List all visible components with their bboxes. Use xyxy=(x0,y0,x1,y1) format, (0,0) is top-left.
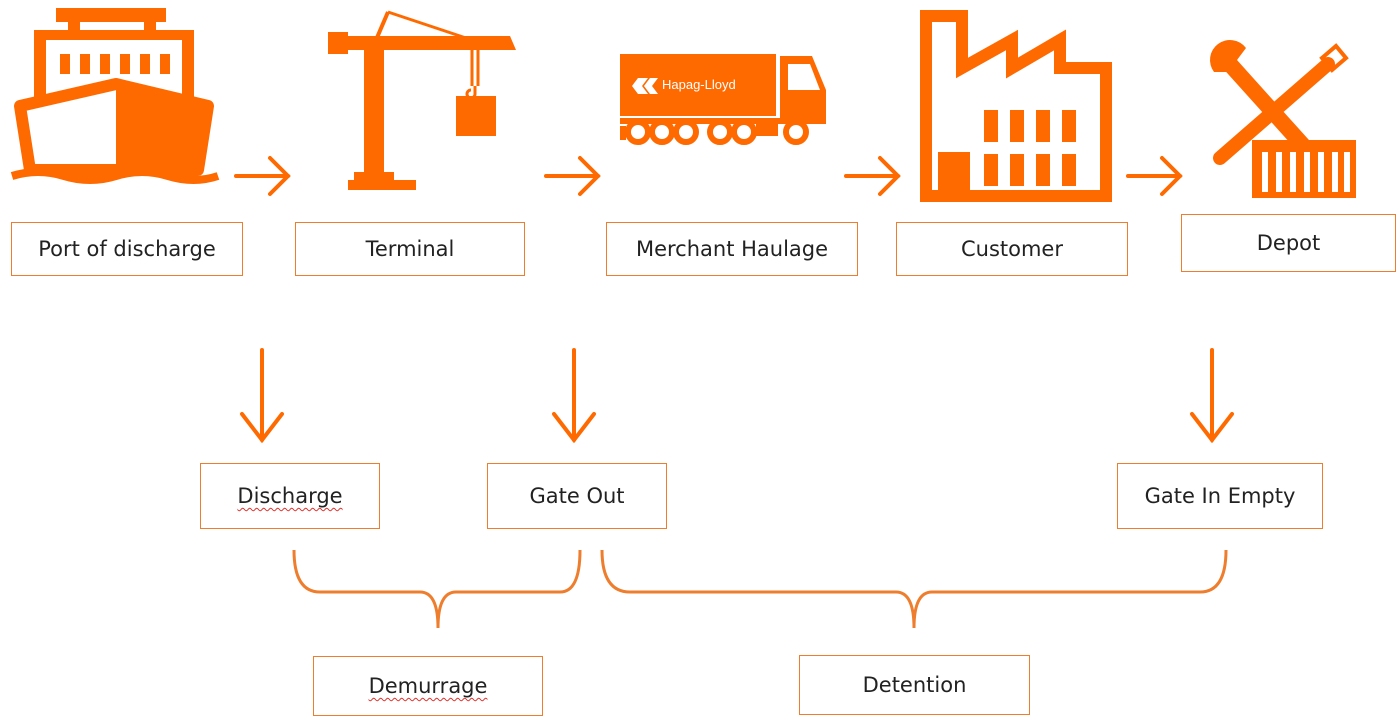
stage-merchant-haulage-label: Merchant Haulage xyxy=(635,237,829,261)
tools-container-icon xyxy=(1210,40,1356,198)
stage-customer-label: Customer xyxy=(960,237,1063,261)
stage-terminal: Terminal xyxy=(295,222,525,276)
period-detention-label: Detention xyxy=(862,673,967,697)
factory-icon xyxy=(920,10,1112,202)
event-gate-in-empty: Gate In Empty xyxy=(1117,463,1323,529)
right-arrow xyxy=(544,156,601,196)
stage-merchant-haulage: Merchant Haulage xyxy=(606,222,858,276)
period-demurrage: Demurrage xyxy=(313,656,543,716)
detention-brace xyxy=(600,549,1228,629)
down-arrow xyxy=(1190,348,1234,444)
demurrage-brace xyxy=(292,549,582,629)
event-discharge-label: Discharge xyxy=(237,484,343,508)
truck-icon xyxy=(620,54,826,145)
ship-icon xyxy=(10,8,220,184)
right-arrow xyxy=(844,156,901,196)
period-demurrage-label: Demurrage xyxy=(368,674,488,698)
right-arrow xyxy=(234,156,291,196)
stage-customer: Customer xyxy=(896,222,1128,276)
stage-terminal-label: Terminal xyxy=(365,237,455,261)
event-gate-out-label: Gate Out xyxy=(529,484,625,508)
stage-port-of-discharge-label: Port of discharge xyxy=(38,237,216,261)
period-detention: Detention xyxy=(799,655,1030,715)
stage-depot: Depot xyxy=(1181,214,1396,272)
event-gate-out: Gate Out xyxy=(487,463,667,529)
truck-brand-label: Hapag-Lloyd xyxy=(662,77,736,92)
event-discharge: Discharge xyxy=(200,463,380,529)
stage-depot-label: Depot xyxy=(1256,231,1321,255)
down-arrow xyxy=(240,348,284,444)
down-arrow xyxy=(552,348,596,444)
right-arrow xyxy=(1126,156,1183,196)
stage-port-of-discharge: Port of discharge xyxy=(11,222,243,276)
event-gate-in-empty-label: Gate In Empty xyxy=(1144,484,1296,508)
crane-icon xyxy=(328,10,516,190)
